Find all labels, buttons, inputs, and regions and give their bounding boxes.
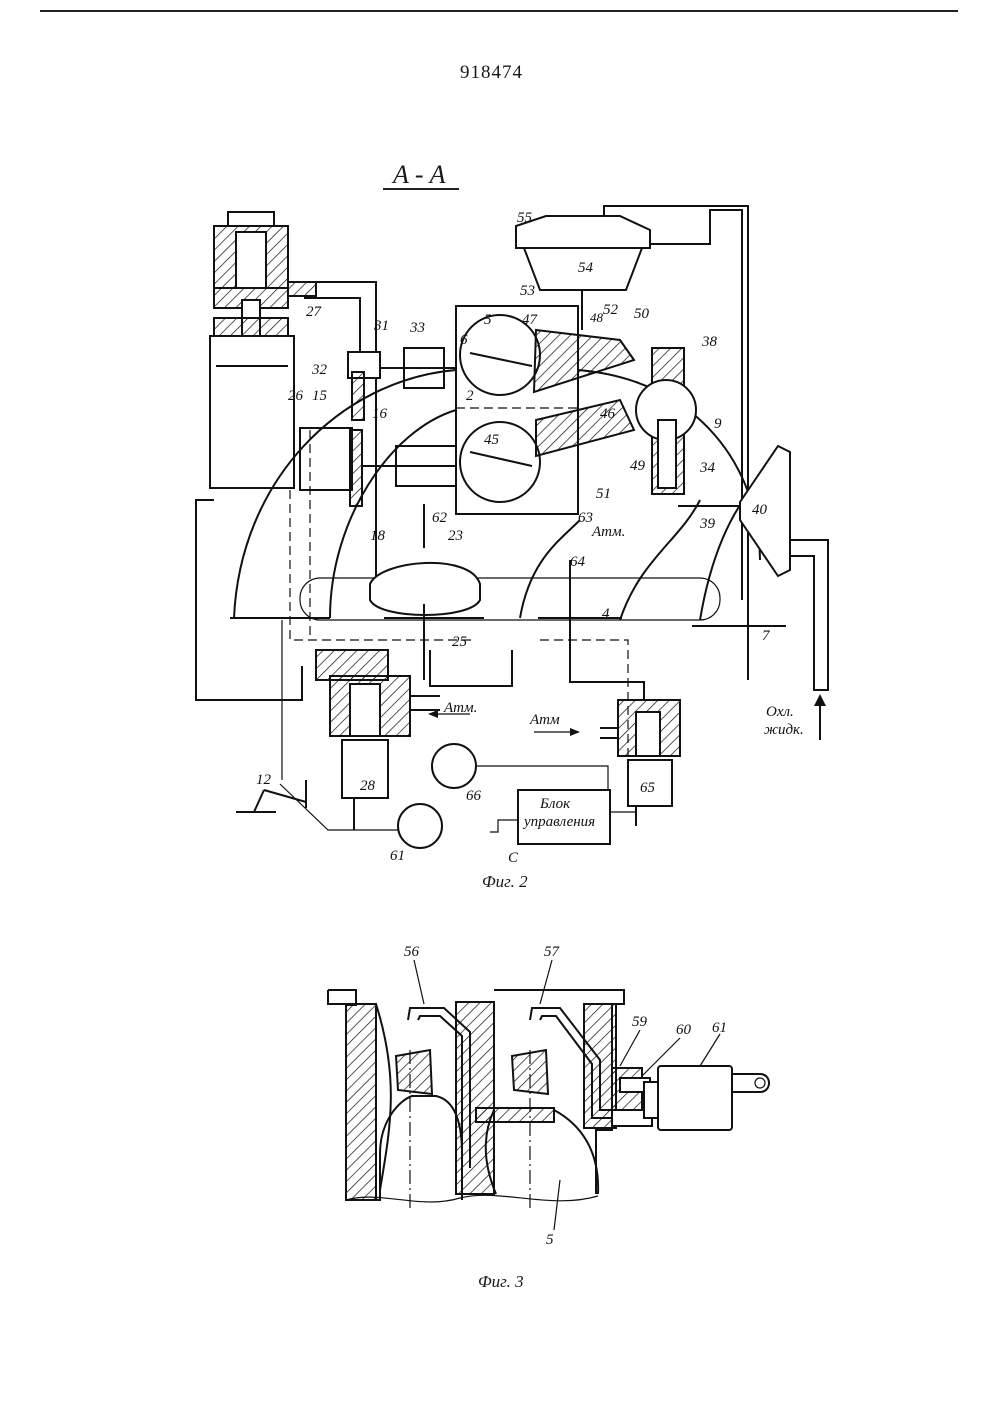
fig2-label-66: 66 xyxy=(466,788,482,804)
fig3-diagram: 56 57 59 60 61 5 xyxy=(328,944,769,1248)
fig2-block-line2: управления xyxy=(522,814,595,830)
fig2-label-48: 48 xyxy=(590,310,604,325)
fig2-label-18: 18 xyxy=(370,528,386,544)
fig2-label-45: 45 xyxy=(484,432,500,448)
fig2-label-4: 4 xyxy=(602,606,610,622)
fig2-coolant-line2: жидк. xyxy=(764,722,804,738)
fig2-coolant-line1: Охл. xyxy=(766,704,794,720)
fig2-label-40: 40 xyxy=(752,502,768,518)
fig2-label-65: 65 xyxy=(640,780,656,796)
fig2-label-34: 34 xyxy=(699,460,716,476)
fig2-label-7: 7 xyxy=(762,628,771,644)
fig2-label-47: 47 xyxy=(522,312,539,328)
fig2-label-23: 23 xyxy=(448,528,463,544)
gauge-61 xyxy=(398,804,442,848)
fig2-label-28: 28 xyxy=(360,778,376,794)
solenoid-valve-65 xyxy=(570,560,680,826)
fig2-label-27: 27 xyxy=(306,304,323,320)
fig3-label-5: 5 xyxy=(546,1232,554,1248)
fig3-label-60: 60 xyxy=(676,1022,692,1038)
fig2-label-51: 51 xyxy=(596,486,611,502)
fig2-diagram: 55 54 53 52 50 48 47 5 6 33 31 32 27 26 … xyxy=(196,206,828,866)
fig3-caption: Фиг. 3 xyxy=(478,1272,524,1292)
fig3-label-59: 59 xyxy=(632,1014,648,1030)
fig3-label-61: 61 xyxy=(712,1020,727,1036)
fig2-label-12: 12 xyxy=(256,772,272,788)
fig2-label-61: 61 xyxy=(390,848,405,864)
fig2-label-31: 31 xyxy=(373,318,389,334)
fig2-label-53: 53 xyxy=(520,283,535,299)
fig2-caption: Фиг. 2 xyxy=(482,872,528,892)
fig2-label-32: 32 xyxy=(311,362,328,378)
fig2-label-46: 46 xyxy=(600,406,616,422)
fig2-block-line1: Блок xyxy=(539,796,571,812)
fig2-label-55: 55 xyxy=(517,210,533,226)
fig3-label-57: 57 xyxy=(544,944,561,960)
fig2-block-terminal: С xyxy=(508,850,519,866)
fig2-label-6: 6 xyxy=(460,332,468,348)
fig2-label-9: 9 xyxy=(714,416,722,432)
fig2-label-64: 64 xyxy=(570,554,586,570)
fig2-atm-center: Атм xyxy=(529,712,560,728)
fig2-label-50: 50 xyxy=(634,306,650,322)
fig2-atm-right: Атм. xyxy=(591,524,625,540)
gauge-66 xyxy=(432,744,476,788)
fig2-label-2: 2 xyxy=(466,388,474,404)
fig2-label-26: 26 xyxy=(288,388,304,404)
fig2-label-39: 39 xyxy=(699,516,716,532)
fig2-label-38: 38 xyxy=(701,334,718,350)
fig2-label-52: 52 xyxy=(603,302,619,318)
fig2-label-54: 54 xyxy=(578,260,594,276)
fig3-label-56: 56 xyxy=(404,944,420,960)
fig2-label-33: 33 xyxy=(409,320,425,336)
fig2-label-62: 62 xyxy=(432,510,448,526)
fig2-label-63: 63 xyxy=(578,510,593,526)
fig2-label-25: 25 xyxy=(452,634,468,650)
fig2-label-15: 15 xyxy=(312,388,328,404)
fig2-atm-left: Атм. xyxy=(443,700,477,716)
fig2-label-49: 49 xyxy=(630,458,646,474)
thermo-valve-40 xyxy=(678,446,828,690)
fig2-label-16: 16 xyxy=(372,406,388,422)
diaphragm-9 xyxy=(636,348,696,494)
fig2-label-5: 5 xyxy=(484,312,492,328)
